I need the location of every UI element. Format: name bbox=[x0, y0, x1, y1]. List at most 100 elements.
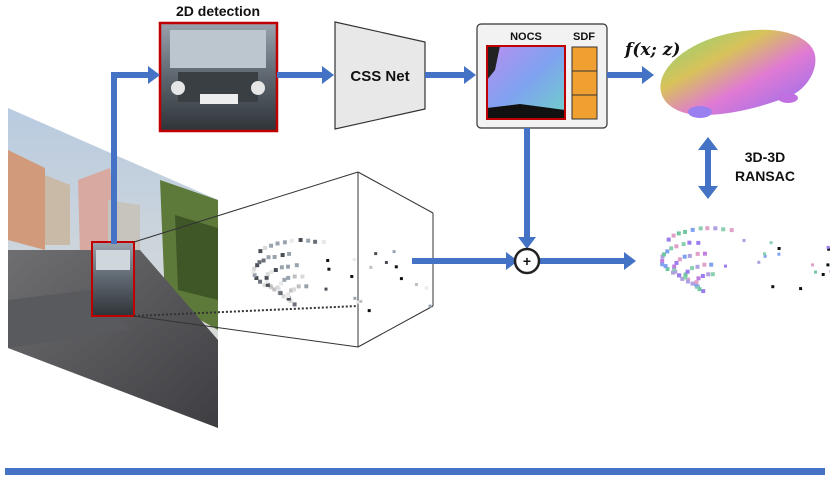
cloud-point bbox=[279, 281, 284, 286]
cloud-point bbox=[695, 264, 700, 269]
cloud-point bbox=[369, 265, 373, 269]
cloud-point bbox=[694, 280, 699, 285]
cloud-point bbox=[663, 264, 668, 269]
cloud-point bbox=[826, 245, 830, 249]
cloud-point bbox=[660, 254, 665, 259]
bottom-bar bbox=[5, 468, 825, 475]
cloud-point bbox=[286, 296, 291, 301]
cloud-point bbox=[696, 276, 701, 281]
cloud-point bbox=[721, 227, 726, 232]
cloud-point bbox=[687, 240, 692, 245]
cloud-point bbox=[384, 261, 388, 264]
cloud-point bbox=[674, 260, 679, 265]
cloud-point bbox=[279, 265, 284, 270]
cloud-point bbox=[268, 284, 273, 289]
cloud-point bbox=[660, 262, 665, 267]
nocs-map-image bbox=[486, 45, 566, 120]
cloud-point bbox=[272, 287, 277, 292]
cloud-point bbox=[350, 275, 354, 278]
cloud-point bbox=[324, 287, 328, 291]
function-label: f(x; z) bbox=[624, 40, 680, 60]
cloud-point bbox=[251, 269, 256, 274]
cloud-point bbox=[729, 228, 734, 233]
car-crop-image bbox=[158, 21, 279, 133]
aligned-point-cloud bbox=[660, 226, 830, 294]
arrows bbox=[111, 66, 718, 270]
cloud-point bbox=[671, 233, 676, 238]
detection-label: 2D detection bbox=[176, 3, 260, 19]
cloud-point bbox=[392, 250, 396, 254]
cloud-point bbox=[662, 252, 666, 257]
cloud-point bbox=[291, 287, 296, 292]
cloud-point bbox=[669, 246, 674, 251]
cloud-point bbox=[394, 265, 398, 269]
nocs-label: NOCS bbox=[510, 31, 542, 43]
cloud-point bbox=[367, 309, 371, 313]
cloud-point bbox=[294, 263, 299, 268]
cloud-point bbox=[282, 240, 287, 245]
cloud-point bbox=[352, 258, 356, 261]
cloud-point bbox=[287, 251, 292, 256]
cloud-point bbox=[292, 274, 297, 279]
cloud-point bbox=[694, 284, 699, 289]
cloud-point bbox=[672, 264, 677, 269]
cloud-point bbox=[288, 299, 293, 304]
cloud-point bbox=[685, 269, 690, 274]
street-scene-image bbox=[8, 108, 218, 428]
cloud-point bbox=[683, 275, 688, 280]
cloud-point bbox=[698, 226, 703, 231]
cloud-point bbox=[321, 240, 326, 244]
cloud-point bbox=[710, 272, 715, 277]
cloud-point bbox=[286, 292, 291, 297]
cloud-point bbox=[269, 243, 274, 248]
cloud-point bbox=[697, 287, 702, 292]
cloud-point bbox=[682, 254, 687, 259]
point-cloud bbox=[251, 238, 432, 313]
css-net-block bbox=[334, 21, 426, 130]
ransac-label-line1: 3D-3D bbox=[745, 149, 785, 165]
cloud-point bbox=[275, 285, 280, 290]
combine-node: + bbox=[513, 247, 541, 275]
cloud-point bbox=[690, 227, 695, 232]
cloud-point bbox=[374, 252, 378, 256]
cloud-point bbox=[353, 296, 357, 300]
ransac-label-line2: RANSAC bbox=[735, 168, 795, 184]
cloud-point bbox=[706, 272, 711, 277]
cloud-point bbox=[826, 263, 830, 267]
cloud-point bbox=[683, 229, 687, 234]
cloud-point bbox=[424, 286, 428, 290]
cloud-point bbox=[265, 282, 270, 287]
cloud-point bbox=[709, 262, 714, 267]
cloud-point bbox=[713, 226, 718, 231]
cloud-point bbox=[272, 255, 277, 259]
cloud-point bbox=[289, 288, 294, 293]
cloud-point bbox=[289, 238, 294, 243]
cloud-point bbox=[327, 267, 331, 271]
cloud-point bbox=[665, 267, 670, 272]
cloud-point bbox=[702, 262, 707, 267]
css-net-label: CSS Net bbox=[350, 68, 409, 85]
cloud-point bbox=[298, 238, 303, 242]
cloud-point bbox=[269, 270, 274, 274]
cloud-point bbox=[700, 274, 705, 278]
cloud-point bbox=[799, 287, 803, 291]
cloud-point bbox=[673, 269, 678, 274]
cloud-point bbox=[313, 239, 318, 244]
cloud-point bbox=[266, 255, 271, 260]
cloud-point bbox=[286, 264, 290, 269]
cloud-point bbox=[827, 247, 830, 251]
cloud-point bbox=[265, 272, 270, 277]
cloud-point bbox=[690, 281, 695, 286]
cloud-point bbox=[777, 247, 781, 250]
cloud-point bbox=[258, 249, 263, 254]
cloud-point bbox=[683, 272, 688, 277]
cloud-point bbox=[687, 253, 692, 258]
cloud-point bbox=[262, 283, 267, 288]
cloud-point bbox=[414, 283, 418, 286]
cloud-point bbox=[356, 300, 360, 304]
cloud-point bbox=[399, 277, 403, 281]
cloud-point bbox=[696, 240, 701, 245]
cloud-point bbox=[742, 239, 746, 242]
cloud-point bbox=[821, 273, 825, 276]
